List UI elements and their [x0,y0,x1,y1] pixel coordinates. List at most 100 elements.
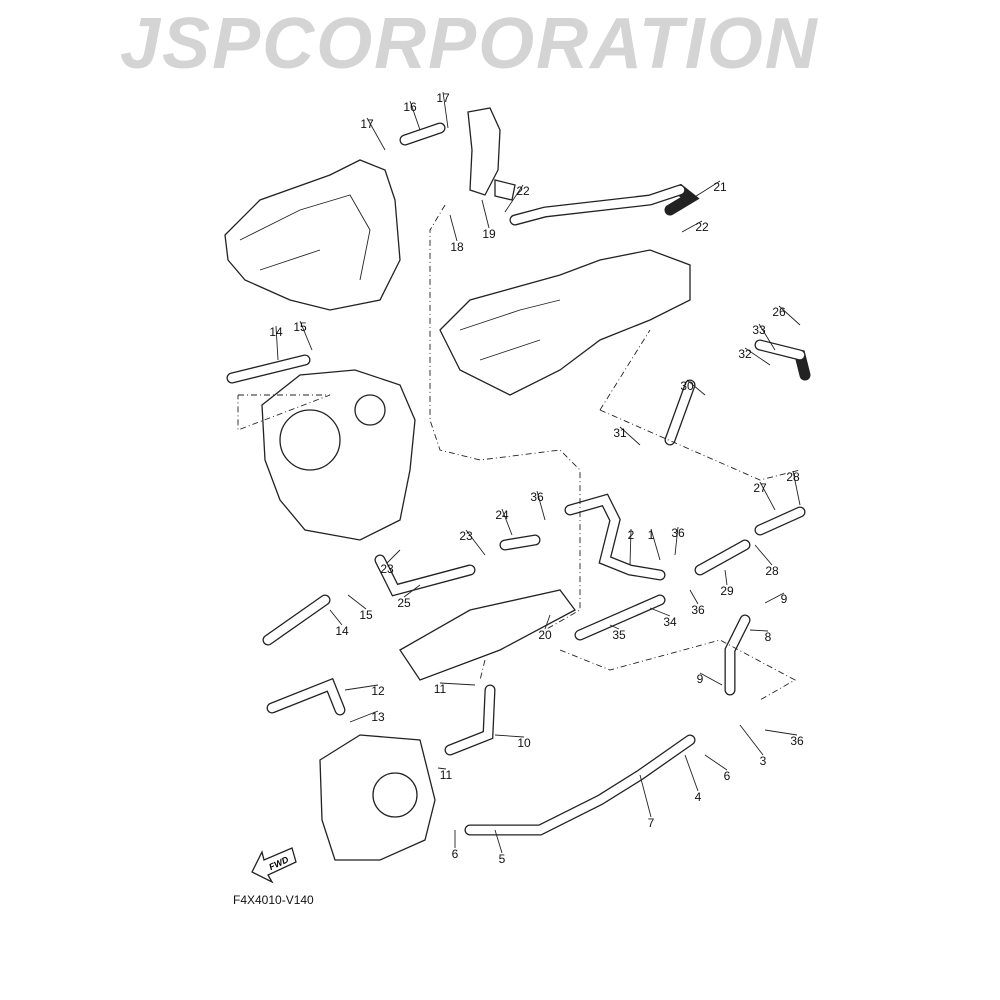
callout-26: 26 [772,305,786,319]
callout-17: 17 [360,117,374,131]
leader-line [544,614,551,630]
callout-36: 36 [790,734,804,748]
leader-line [686,379,706,396]
leader-line [536,490,546,521]
leader-line [684,754,699,792]
leader-line [494,734,525,738]
callout-24: 24 [495,508,509,522]
callout-35: 35 [612,628,626,642]
leader-line [744,347,771,366]
callout-23: 23 [380,562,394,576]
callout-6: 6 [724,769,731,783]
leader-line [639,774,652,818]
leader-line [349,710,379,723]
callout-15: 15 [293,320,307,334]
callout-9: 9 [781,592,788,606]
leader-line [649,607,671,617]
callout-23: 23 [459,529,473,543]
callout-15: 15 [359,608,373,622]
leader-line [704,754,728,771]
leader-line [629,528,632,566]
callout-10: 10 [517,736,531,750]
callout-12: 12 [371,684,385,698]
leader-line [344,684,379,691]
leader-line [650,528,661,561]
leader-line [724,569,728,586]
fwd-arrow: FWD [251,847,297,884]
leader-line [619,426,641,446]
leader-line [409,100,421,131]
pump-assembly[interactable] [319,734,436,861]
leader-line [347,594,367,610]
callout-8: 8 [765,630,772,644]
callout-18: 18 [450,240,464,254]
callout-22: 22 [516,184,530,198]
leader-line [759,481,776,511]
leader-line [501,508,513,536]
callout-36: 36 [671,526,685,540]
leader-line [681,220,703,233]
leader-line [449,214,458,242]
callout-36: 36 [530,490,544,504]
leader-line [739,724,764,756]
leader-line [674,526,679,556]
callout-27: 27 [753,481,767,495]
leader-line [689,180,721,201]
valve-assembly[interactable] [467,107,516,201]
leader-line [749,629,769,632]
callout-31: 31 [613,426,627,440]
callout-28: 28 [765,564,779,578]
callout-28: 28 [786,470,800,484]
hoses[interactable] [226,122,811,836]
callout-32: 32 [738,347,752,361]
leader-line [778,305,801,326]
callout-11: 11 [434,682,447,696]
callout-30: 30 [680,379,694,393]
callout-13: 13 [371,710,385,724]
leader-line [764,592,785,604]
leader-line [465,529,486,556]
leader-line [699,672,723,686]
callout-16: 16 [403,100,417,114]
callout-5: 5 [499,852,506,866]
callout-4: 4 [695,790,702,804]
callout-14: 14 [335,624,349,638]
dash-lines [237,204,801,701]
leader-line [758,323,776,351]
oil-cooler[interactable] [399,589,576,681]
callout-1: 1 [648,528,655,542]
callout-36: 36 [691,603,705,617]
callout-2: 2 [628,528,635,542]
leader-line [442,91,449,129]
callout-22: 22 [695,220,709,234]
callout-33: 33 [752,323,766,337]
watermark: JSPCORPORATION [120,4,819,84]
leader-line [403,584,421,598]
callout-29: 29 [720,584,734,598]
leader-line [275,325,279,361]
leader-line [481,199,490,229]
leader-line [439,682,476,686]
callout-34: 34 [663,615,677,629]
exhaust-manifold[interactable] [224,159,401,311]
leader-line [494,829,503,854]
water-jacket[interactable] [439,249,691,396]
callout-9: 9 [697,672,704,686]
callout-3: 3 [760,754,767,768]
callout-6: 6 [452,847,459,861]
callout-11: 11 [440,768,453,782]
part-code: F4X4010-V140 [233,893,314,907]
callout-14: 14 [269,325,283,339]
leader-line [504,184,524,213]
callout-21: 21 [713,180,727,194]
leader-line [792,470,801,506]
leader-line [754,544,773,566]
leader-line [299,320,313,351]
callout-7: 7 [648,816,655,830]
supercharger[interactable] [261,369,416,541]
leader-line [689,589,699,605]
callout-19: 19 [482,227,496,241]
callout-17: 17 [436,91,450,105]
